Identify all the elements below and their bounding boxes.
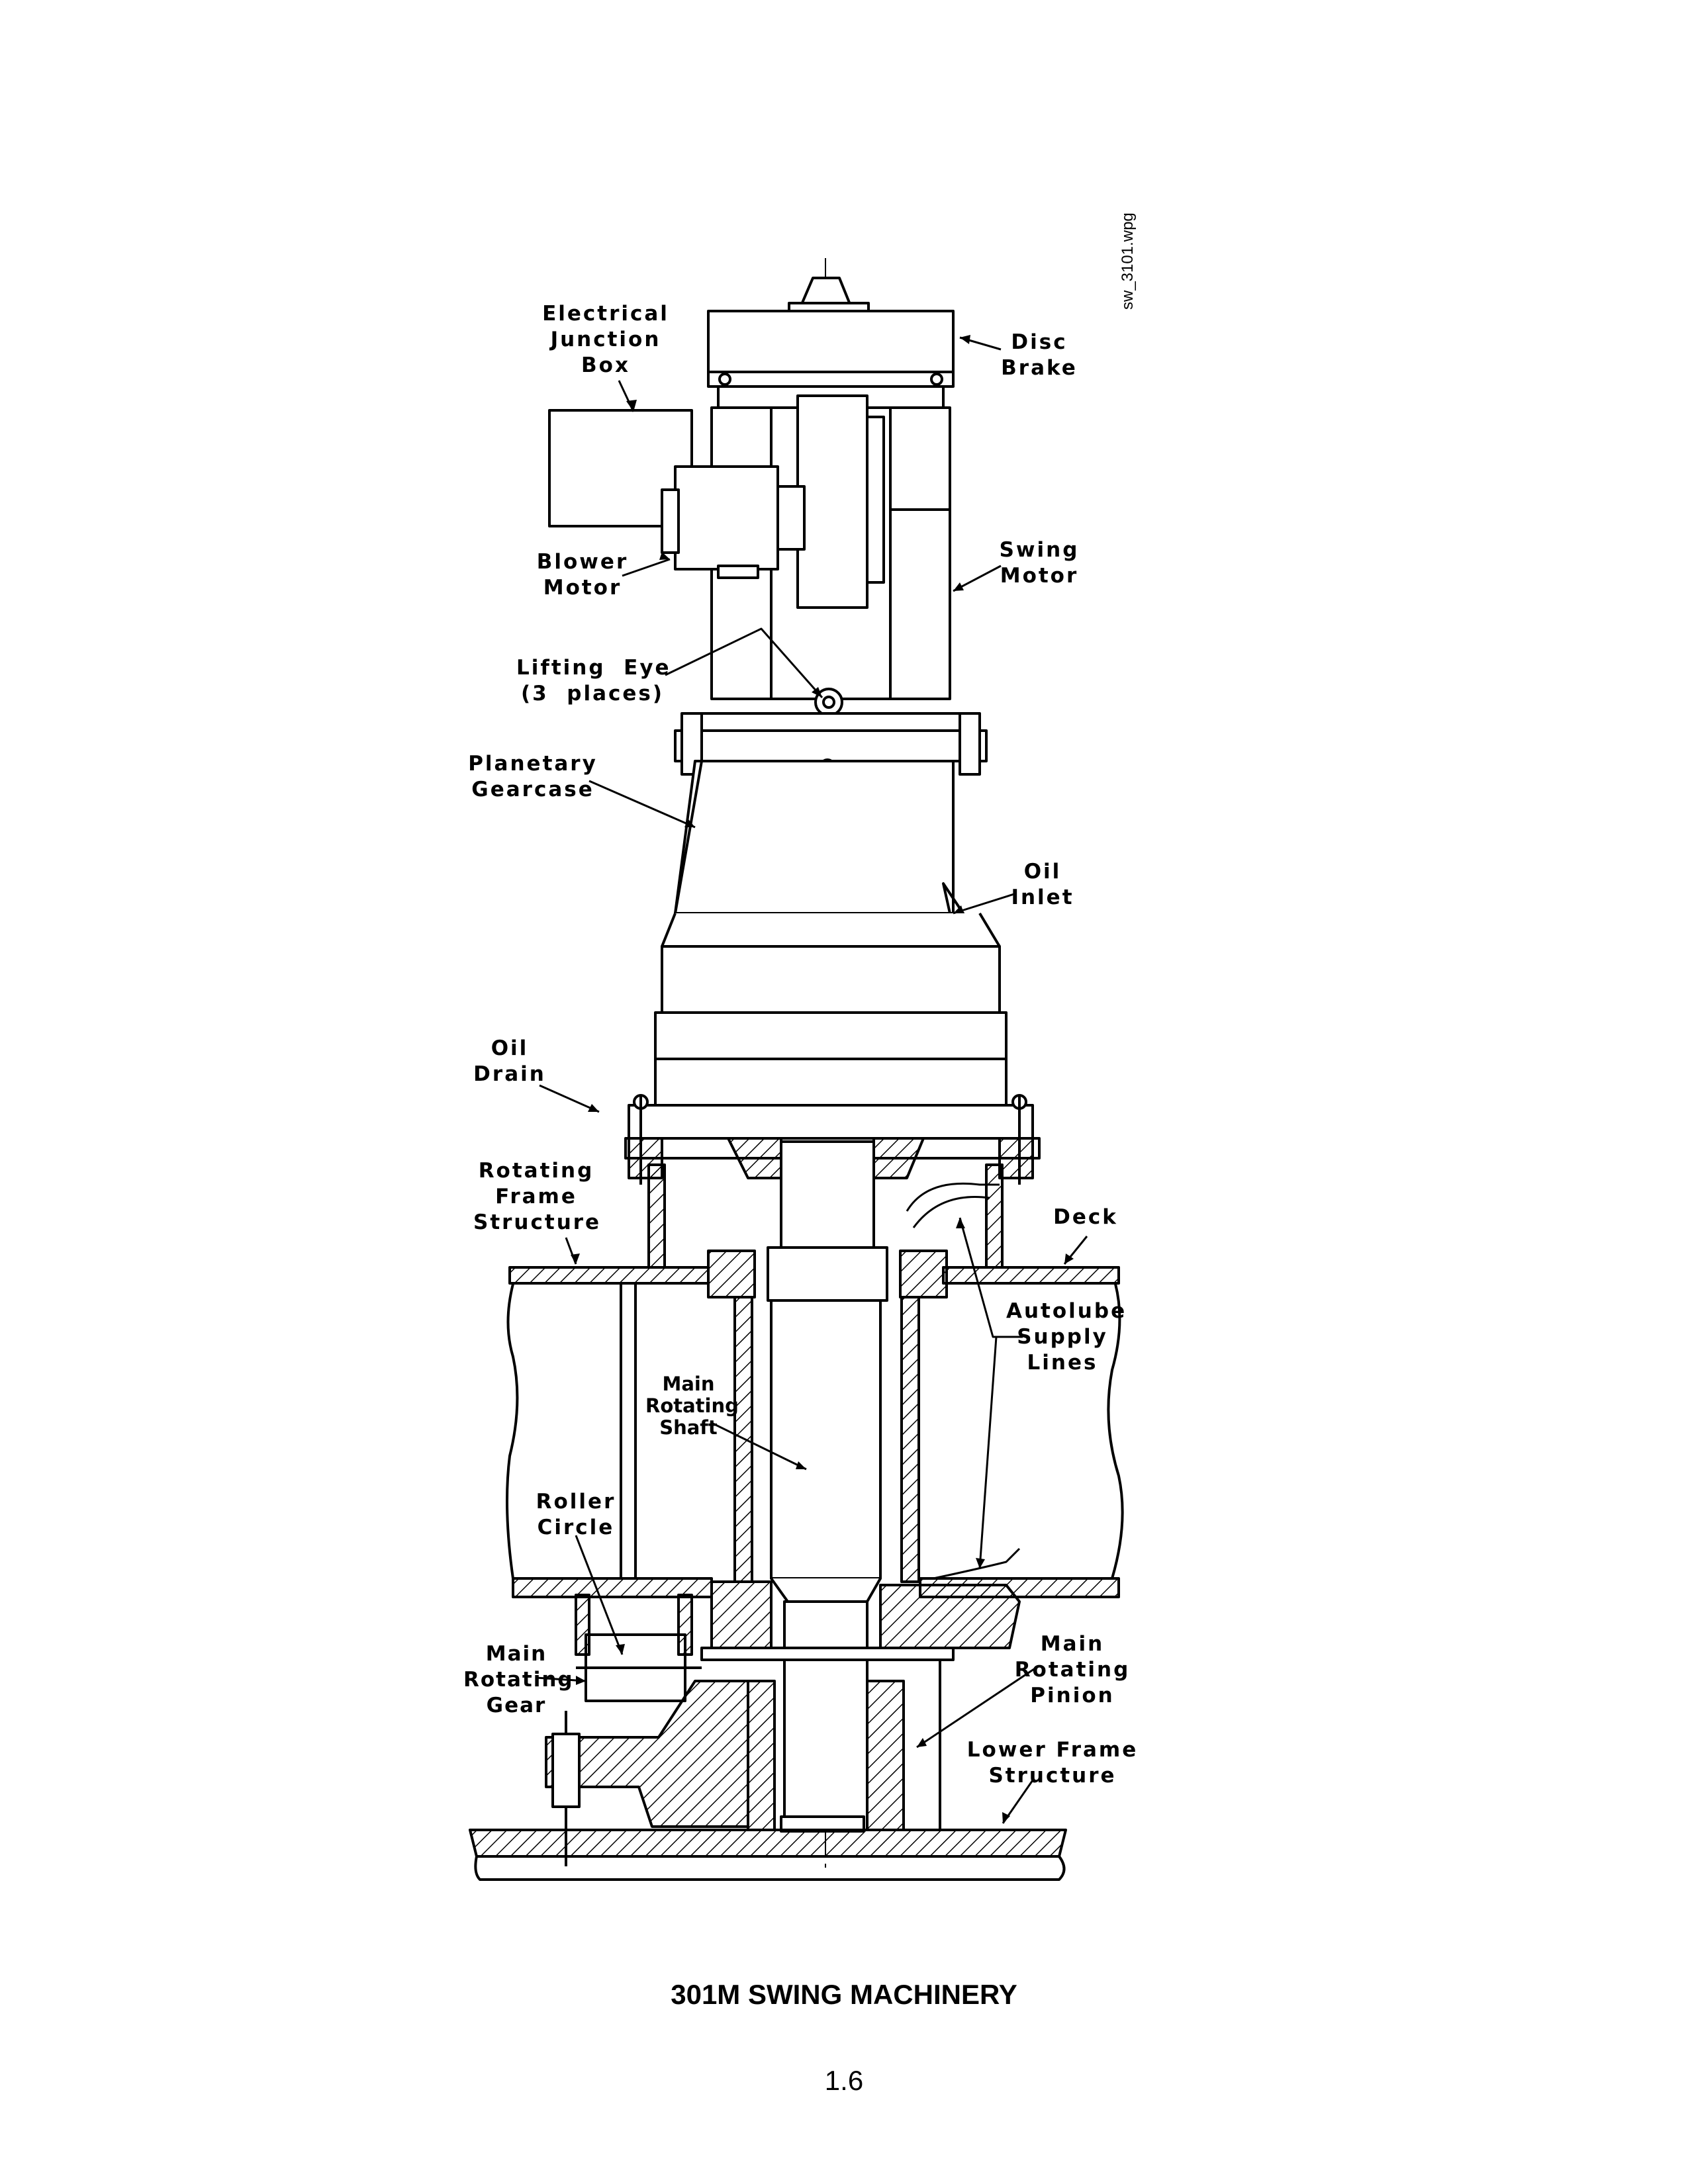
label-main-rotating-gear: Main Rotating Gear <box>463 1642 574 1717</box>
label-autolube-supply-lines: Autolube Supply Lines <box>1006 1299 1127 1375</box>
label-electrical-junction-box: Electrical Junction Box <box>542 302 669 377</box>
motor-flange <box>674 712 988 776</box>
label-lifting-eye: Lifting Eye (3 places) <box>516 656 671 705</box>
planetary-gearcase <box>661 760 1001 948</box>
label-planetary-gearcase: Planetary Gearcase <box>468 752 598 801</box>
label-roller-circle: Roller Circle <box>536 1490 616 1539</box>
label-rotating-frame-structure: Rotating Frame Structure <box>473 1159 602 1234</box>
label-oil-drain: Oil Drain <box>473 1036 546 1086</box>
rotating-frame-right <box>985 1163 1004 1269</box>
label-oil-inlet: Oil Inlet <box>1011 860 1074 909</box>
label-lower-frame-structure: Lower Frame Structure <box>966 1738 1139 1788</box>
lower-frame <box>469 1829 1067 1881</box>
leader-lines <box>536 336 1088 1824</box>
arrowheads <box>571 335 1074 1823</box>
label-deck: Deck <box>1053 1205 1118 1229</box>
autolube-lines <box>906 1182 1021 1580</box>
label-disc-brake: Disc Brake <box>1001 330 1078 380</box>
roller-circle <box>575 1594 702 1702</box>
disc-brake <box>707 277 955 409</box>
label-main-rotating-shaft: Main Rotating Shaft <box>645 1373 739 1439</box>
blower-motor <box>661 465 806 579</box>
page-number: 1.6 <box>824 2065 864 2096</box>
deck <box>506 1250 1124 1583</box>
lower-gearcase <box>624 945 1041 1185</box>
page-title: 301M SWING MACHINERY <box>671 1979 1017 2010</box>
rotating-frame-left <box>647 1163 666 1269</box>
main-shaft <box>727 1137 925 1831</box>
label-main-rotating-pinion: Main Rotating Pinion <box>1014 1632 1131 1707</box>
label-swing-motor: Swing Motor <box>999 538 1080 588</box>
label-blower-motor: Blower Motor <box>536 550 629 600</box>
lower-bearing <box>700 1580 1021 1661</box>
